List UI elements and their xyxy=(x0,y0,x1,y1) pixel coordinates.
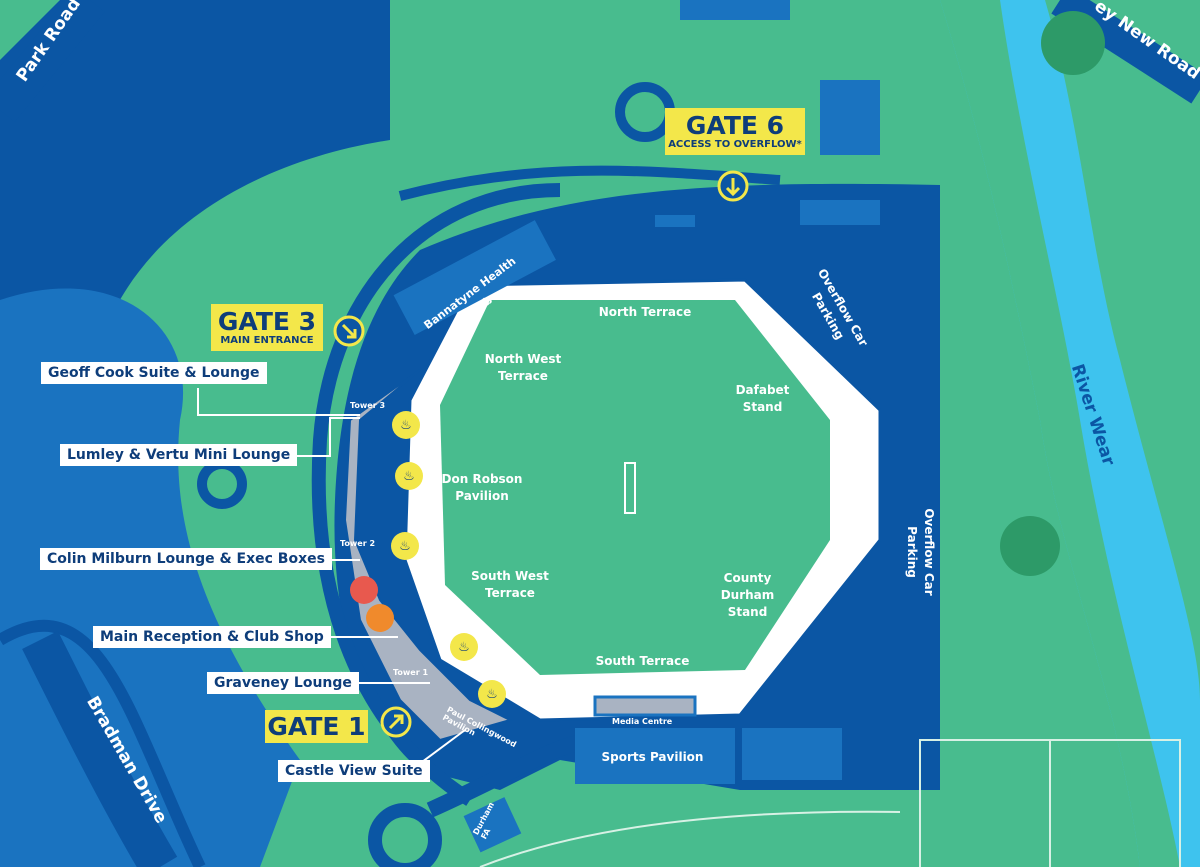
gate-1-label: GATE 1 xyxy=(265,710,368,743)
gate-3-arrow-icon xyxy=(333,315,365,347)
gate-title: GATE 6 xyxy=(685,111,785,140)
callout-colin-milburn-lounge: Colin Milburn Lounge & Exec Boxes xyxy=(40,548,332,570)
stand-north-terrace: North Terrace xyxy=(598,305,692,319)
stand-south-west-terrace: South West Terrace xyxy=(471,569,549,600)
stand-don-robson-pavilion: Don Robson Pavilion xyxy=(441,472,523,503)
hospitality-icon: ♨ xyxy=(391,532,419,560)
hospitality-icon: ♨ xyxy=(395,462,423,490)
gate-subtitle: ACCESS TO OVERFLOW* xyxy=(668,139,802,150)
gate-6-arrow-icon xyxy=(717,170,749,202)
overflow-car-parking-2: Overflow Car Parking xyxy=(905,508,936,596)
bradman-drive xyxy=(22,631,178,867)
callout-geoff-cook-suite: Geoff Cook Suite & Lounge xyxy=(41,362,267,384)
ticket-icon xyxy=(366,604,394,632)
tower-2: Tower 2 xyxy=(340,539,376,548)
gate-title: GATE 1 xyxy=(267,712,366,741)
gate-6-label: GATE 6 ACCESS TO OVERFLOW* xyxy=(665,108,805,155)
stand-dafabet: Dafabet Stand xyxy=(735,383,790,414)
gate-3-label: GATE 3 MAIN ENTRANCE xyxy=(211,304,323,351)
callout-castle-view-suite: Castle View Suite xyxy=(278,760,430,782)
gate-title: GATE 3 xyxy=(217,307,317,336)
hospitality-icon: ♨ xyxy=(478,680,506,708)
hospitality-icon: ♨ xyxy=(392,411,420,439)
hospitality-icon: ♨ xyxy=(450,633,478,661)
media-centre: Media Centre xyxy=(612,717,673,726)
gate-1-arrow-icon xyxy=(380,706,412,738)
stand-county-durham: County Durham Stand xyxy=(720,571,775,619)
callout-graveney-lounge: Graveney Lounge xyxy=(207,672,359,694)
stand-north-west-terrace: North West Terrace xyxy=(484,352,562,383)
stand-south-terrace: South Terrace xyxy=(595,654,690,668)
tower-3: Tower 3 xyxy=(350,401,386,410)
park-road xyxy=(0,0,105,123)
callout-main-reception: Main Reception & Club Shop xyxy=(93,626,331,648)
sports-pavilion: Sports Pavilion xyxy=(601,750,704,764)
cricket-wicket xyxy=(624,462,636,514)
callout-lumley-vertu-lounge: Lumley & Vertu Mini Lounge xyxy=(60,444,298,466)
shirt-icon xyxy=(350,576,378,604)
tower-1: Tower 1 xyxy=(393,668,429,677)
gate-subtitle: MAIN ENTRANCE xyxy=(220,335,314,346)
